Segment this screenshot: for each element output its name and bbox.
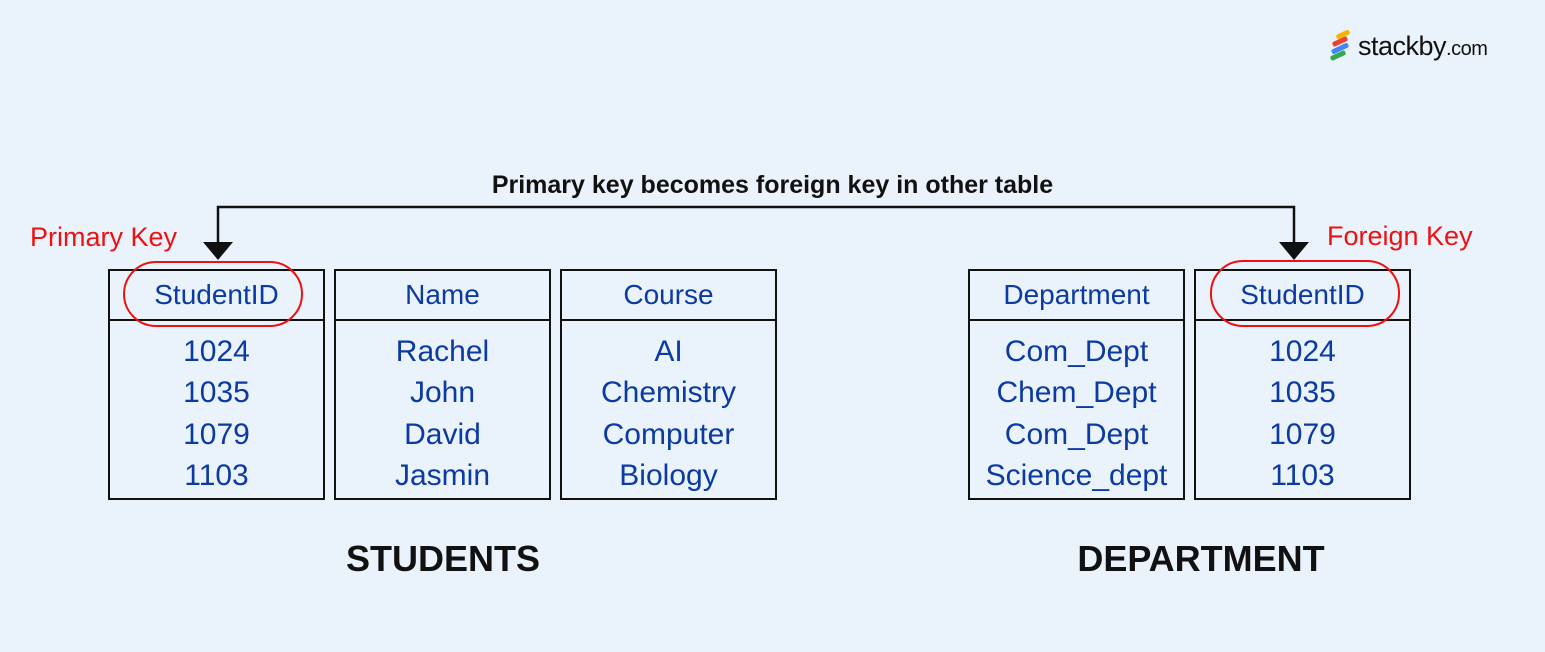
table-cell: Com_Dept xyxy=(1004,334,1149,368)
arrow-head-right xyxy=(1279,242,1309,260)
diagram-caption: Primary key becomes foreign key in other… xyxy=(491,171,1054,199)
students-col-name: Name Rachel John David Jasmin xyxy=(334,269,551,500)
table-cell: 1103 xyxy=(184,459,249,493)
table-cell: 1103 xyxy=(1270,459,1335,493)
table-cell: 1079 xyxy=(1269,417,1336,451)
students-col-studentid: StudentID 1024 1035 1079 1103 xyxy=(108,269,325,500)
arrow-head-left xyxy=(203,242,233,260)
primary-key-label: Primary Key xyxy=(30,222,178,252)
foreign-key-label: Foreign Key xyxy=(1327,221,1473,251)
table-cell: AI xyxy=(654,334,683,368)
table-cell: Com_Dept xyxy=(1004,417,1149,451)
table-cell: 1024 xyxy=(1269,334,1336,368)
table-cell: 1035 xyxy=(1269,376,1336,410)
column-header: StudentID xyxy=(1196,271,1409,321)
department-title: DEPARTMENT xyxy=(1077,538,1325,579)
table-cell: Chem_Dept xyxy=(996,376,1157,410)
table-cell: Jasmin xyxy=(394,459,491,493)
primary-key-highlight xyxy=(123,261,303,327)
table-cell: John xyxy=(409,376,476,410)
students-title: STUDENTS xyxy=(345,538,540,579)
column-header: Name xyxy=(336,271,549,321)
table-cell: Rachel xyxy=(395,334,490,368)
brand-name: stackby.com xyxy=(1358,30,1488,61)
department-col-studentid: StudentID 1024 1035 1079 1103 xyxy=(1194,269,1411,500)
table-cell: 1079 xyxy=(183,417,250,451)
department-col-department: Department Com_Dept Chem_Dept Com_Dept S… xyxy=(968,269,1185,500)
stackby-logo: stackby.com xyxy=(1328,30,1488,62)
table-cell: Computer xyxy=(602,417,735,451)
column-header: Department xyxy=(970,271,1183,321)
table-cell: 1024 xyxy=(183,334,250,368)
table-cell: Biology xyxy=(619,459,718,493)
stackby-logo-icon xyxy=(1330,30,1350,61)
table-cell: Science_dept xyxy=(985,459,1168,493)
students-col-course: Course AI Chemistry Computer Biology xyxy=(560,269,777,500)
table-cell: 1035 xyxy=(183,376,250,410)
relationship-arrow xyxy=(216,205,1296,245)
table-cell: Chemistry xyxy=(600,376,736,410)
column-header: Course xyxy=(562,271,775,321)
column-header: StudentID xyxy=(110,271,323,321)
table-cell: David xyxy=(404,417,481,451)
foreign-key-highlight xyxy=(1210,260,1400,327)
